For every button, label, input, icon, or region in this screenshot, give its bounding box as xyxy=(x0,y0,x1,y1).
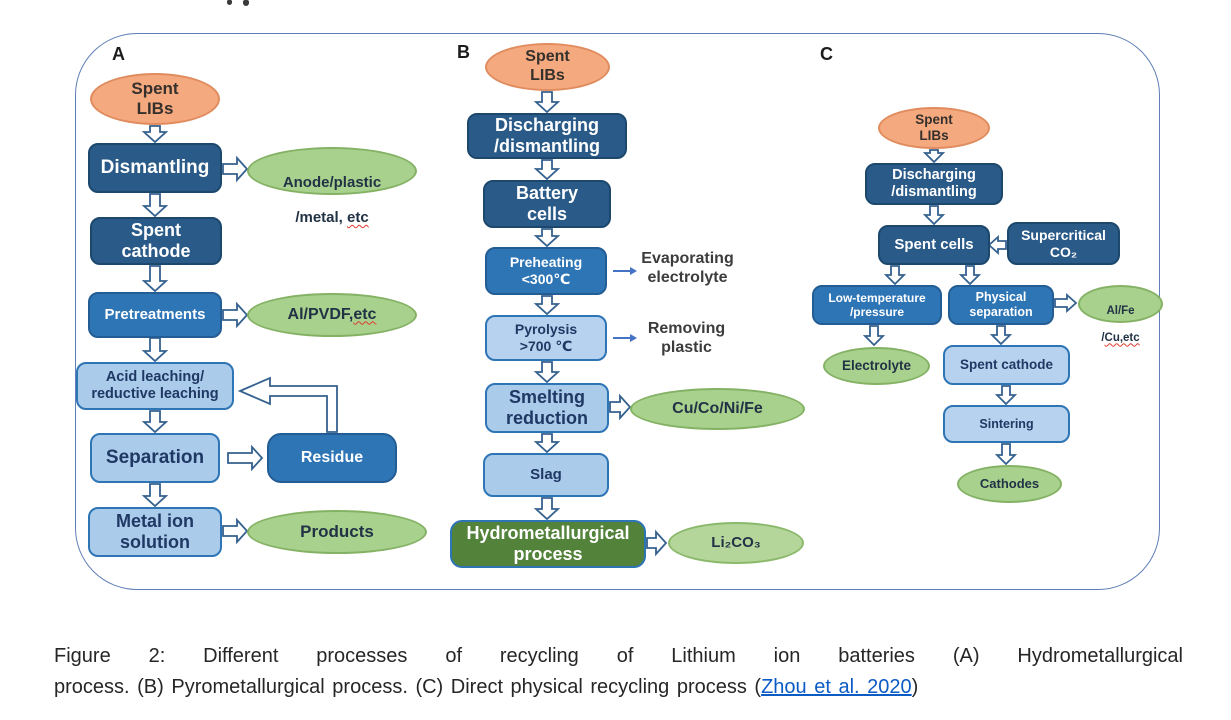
panel-label-c: C xyxy=(820,44,833,64)
node-b-pyrolysis: Pyrolysis >700 ℃ xyxy=(485,315,607,361)
node-a-spent-cathode: Spent cathode xyxy=(90,217,222,265)
ellipse-b-li2co3: Li₂CO₃ xyxy=(668,522,804,564)
citation-link[interactable]: Zhou et al. 2020 xyxy=(761,676,912,698)
node-a-separation: Separation xyxy=(90,433,220,483)
node-b-discharging: Discharging /dismantling xyxy=(467,113,627,159)
node-c-low-temperature-pressure: Low-temperature /pressure xyxy=(812,285,942,325)
alfe-line1: Al/Fe xyxy=(1106,304,1135,317)
node-b-smelting-reduction: Smelting reduction xyxy=(485,383,609,433)
panel-label-b: B xyxy=(457,42,470,62)
anode-line2: /metal, xyxy=(295,209,347,227)
ellipse-c-electrolyte: Electrolyte xyxy=(823,347,930,385)
panel-label-a: A xyxy=(112,44,125,64)
cropped-text-remnant xyxy=(243,0,249,6)
ellipse-a-spent-libs: Spent LIBs xyxy=(90,73,220,125)
ellipse-c-spent-libs: Spent LIBs xyxy=(878,107,990,149)
node-c-physical-separation: Physical separation xyxy=(948,285,1054,325)
figure-caption: Figure 2: Different processes of recycli… xyxy=(54,641,1183,703)
caption-line2: process. (B) Pyrometallurgical process. … xyxy=(54,672,1183,703)
caption-line2-text: process. (B) Pyrometallurgical process. … xyxy=(54,676,762,698)
alfe-line2: / xyxy=(1101,331,1105,344)
node-b-hydrometallurgical-process: Hydrometallurgical process xyxy=(450,520,646,568)
node-b-slag: Slag xyxy=(483,453,609,497)
node-c-spent-cells: Spent cells xyxy=(878,225,990,265)
node-b-preheating: Preheating <300℃ xyxy=(485,247,607,295)
ellipse-c-al-fe-cu: Al/Fe /Cu,etc xyxy=(1078,285,1163,344)
node-c-sintering: Sintering xyxy=(943,405,1070,443)
ellipse-a-products: Products xyxy=(247,510,427,554)
al-pvdf-etc: etc xyxy=(353,305,377,323)
ellipse-c-cathodes: Cathodes xyxy=(957,465,1062,503)
node-a-acid-leaching: Acid leaching/ reductive leaching xyxy=(76,362,234,410)
node-a-residue: Residue xyxy=(267,433,397,483)
node-c-supercritical-co2: Supercritical CO₂ xyxy=(1007,222,1120,265)
alfe-etc: Cu,etc xyxy=(1104,331,1140,344)
al-pvdf-text: Al/PVDF, xyxy=(287,305,354,323)
anode-line1: Anode/plastic xyxy=(282,173,382,191)
caption-line2-close: ) xyxy=(911,676,919,698)
node-a-dismantling: Dismantling xyxy=(88,143,222,193)
ellipse-a-al-pvdf: Al/PVDF, etc xyxy=(247,293,417,337)
node-c-discharging: Discharging /dismantling xyxy=(865,163,1003,205)
anode-etc: etc xyxy=(347,209,369,227)
node-c-spent-cathode: Spent cathode xyxy=(943,345,1070,385)
caption-line1: Figure 2: Different processes of recycli… xyxy=(54,645,1183,667)
note-removing-plastic: Removing plastic xyxy=(647,319,726,356)
node-a-metal-ion-solution: Metal ion solution xyxy=(88,507,222,557)
ellipse-b-spent-libs: Spent LIBs xyxy=(485,43,610,91)
node-b-battery-cells: Battery cells xyxy=(483,180,611,228)
node-a-pretreatments: Pretreatments xyxy=(88,292,222,338)
cropped-text-remnant xyxy=(227,0,232,5)
ellipse-a-anode-plastic: Anode/plastic /metal, etc xyxy=(247,147,417,226)
ellipse-b-cu-co-ni-fe: Cu/Co/Ni/Fe xyxy=(630,388,805,430)
note-evaporating-electrolyte: Evaporating electrolyte xyxy=(641,249,734,286)
